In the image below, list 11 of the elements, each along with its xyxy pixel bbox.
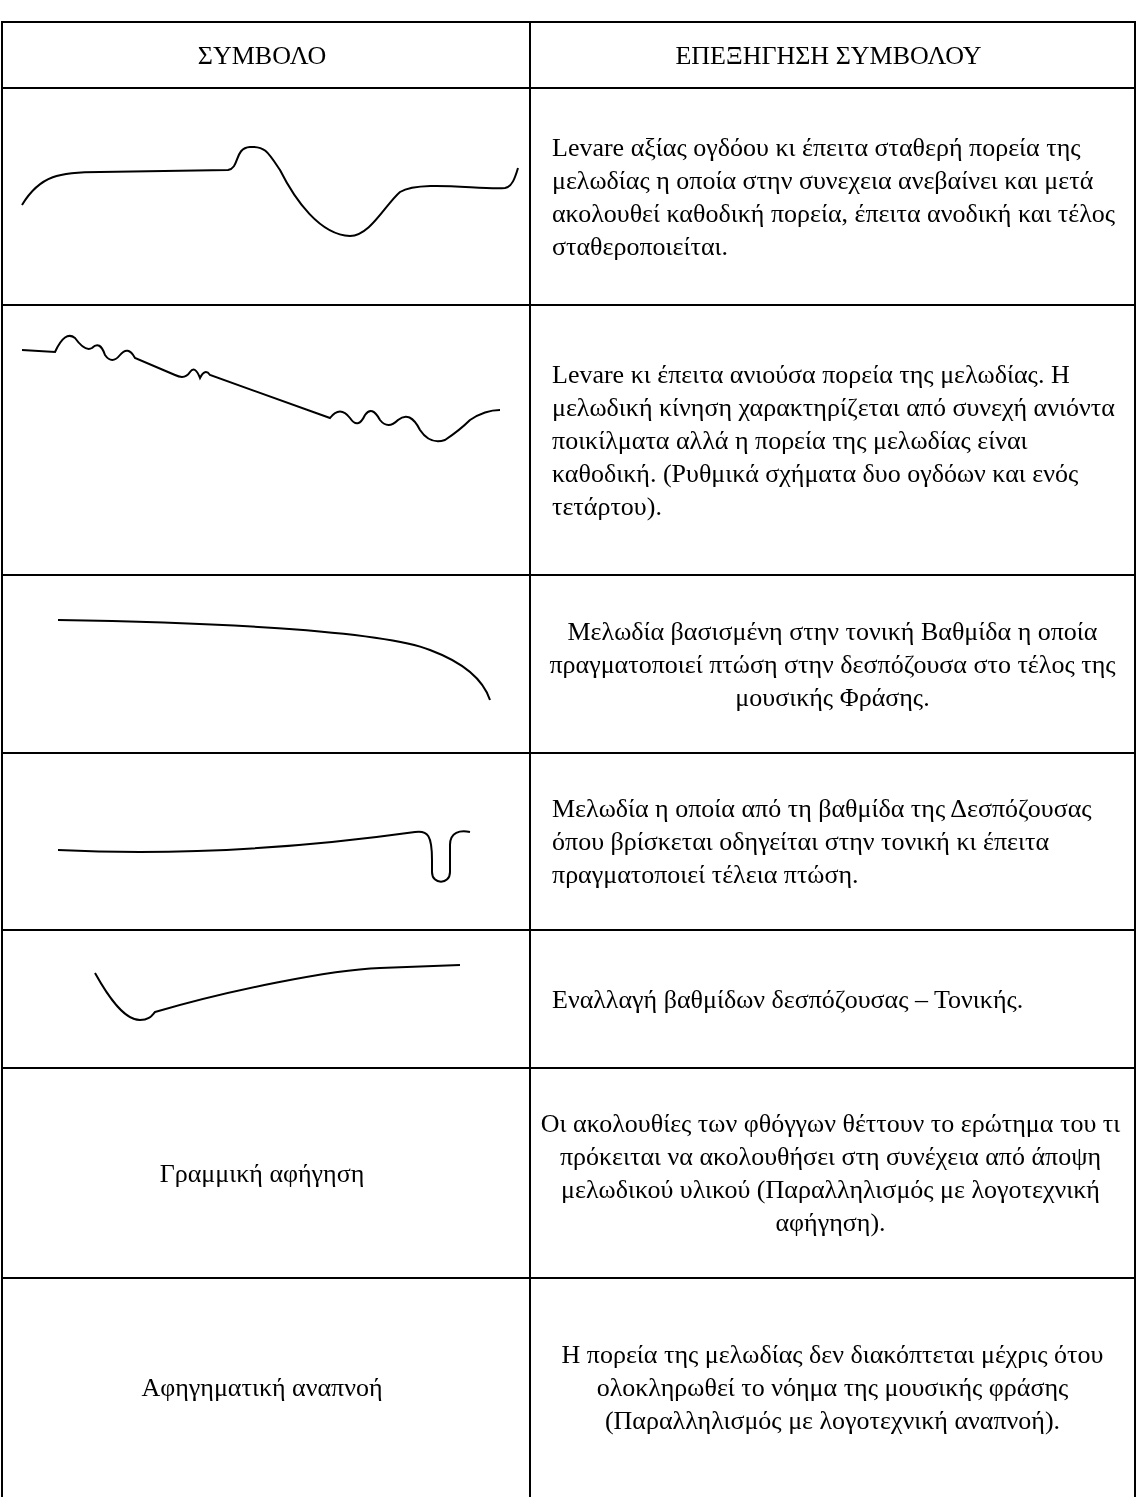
symbol-explanation: Levare κι έπειτα ανιούσα πορεία της μελωδίας. Η μελωδική κίνηση χαρακτηρίζεται από συνεχή ανιόντα ποικίλματα αλλά η πορεία της μελωδίας είναι καθοδική. (Ρυθμικά σχήματα δυο ογδόων και ενός τετάρτου). bbox=[552, 358, 1116, 523]
symbol-explanation: Εναλλαγή βαθμίδων δεσπόζουσας – Τονικής. bbox=[552, 983, 1024, 1016]
symbol-explanation: Η πορεία της μελωδίας δεν διακόπτεται μέχρις ότου ολοκληρωθεί το νόημα της μουσικής φράσης (Παραλληλισμός με λογοτεχνική αναπνοή). bbox=[560, 1339, 1105, 1437]
symbol-explanation: Levare αξίας ογδόου κι έπειτα σταθερή πορεία της μελωδίας η οποία στην συνεχεια ανεβαίνει και μετά ακολουθεί καθοδική πορεία, έπειτα ανοδική και τέλος σταθεροποιείται. bbox=[552, 131, 1117, 263]
symbol-name: Γραμμική αφήγηση bbox=[159, 1157, 365, 1190]
symbol-explanation: Μελωδία βασισμένη στην τονική Βαθμίδα η οποία πραγματοποιεί πτώση στην δεσπόζουσα στο τέλος της μουσικής Φράσης. bbox=[548, 615, 1117, 714]
column-header: ΣΥΜΒΟΛΟ bbox=[197, 39, 327, 72]
symbol-explanation: Μελωδία η οποία από τη βαθμίδα της Δεσπόζουσας όπου βρίσκεται οδηγείται στην τονική κι έπειτα πραγματοποιεί τέλεια πτώση. bbox=[552, 793, 1093, 891]
column-header: ΕΠΕΞΗΓΗΣΗ ΣΥΜΒΟΛΟΥ bbox=[675, 39, 982, 72]
symbol-name: Αφηγηματική αναπνοή bbox=[141, 1372, 383, 1404]
symbol-explanation: Οι ακολουθίες των φθόγγων θέττουν το ερώτημα του τι πρόκειται να ακολουθήσει στη συνέχεια από άποψη μελωδικού υλικού (Παραλληλισμός με λογοτεχνική αφήγηση). bbox=[539, 1108, 1122, 1239]
